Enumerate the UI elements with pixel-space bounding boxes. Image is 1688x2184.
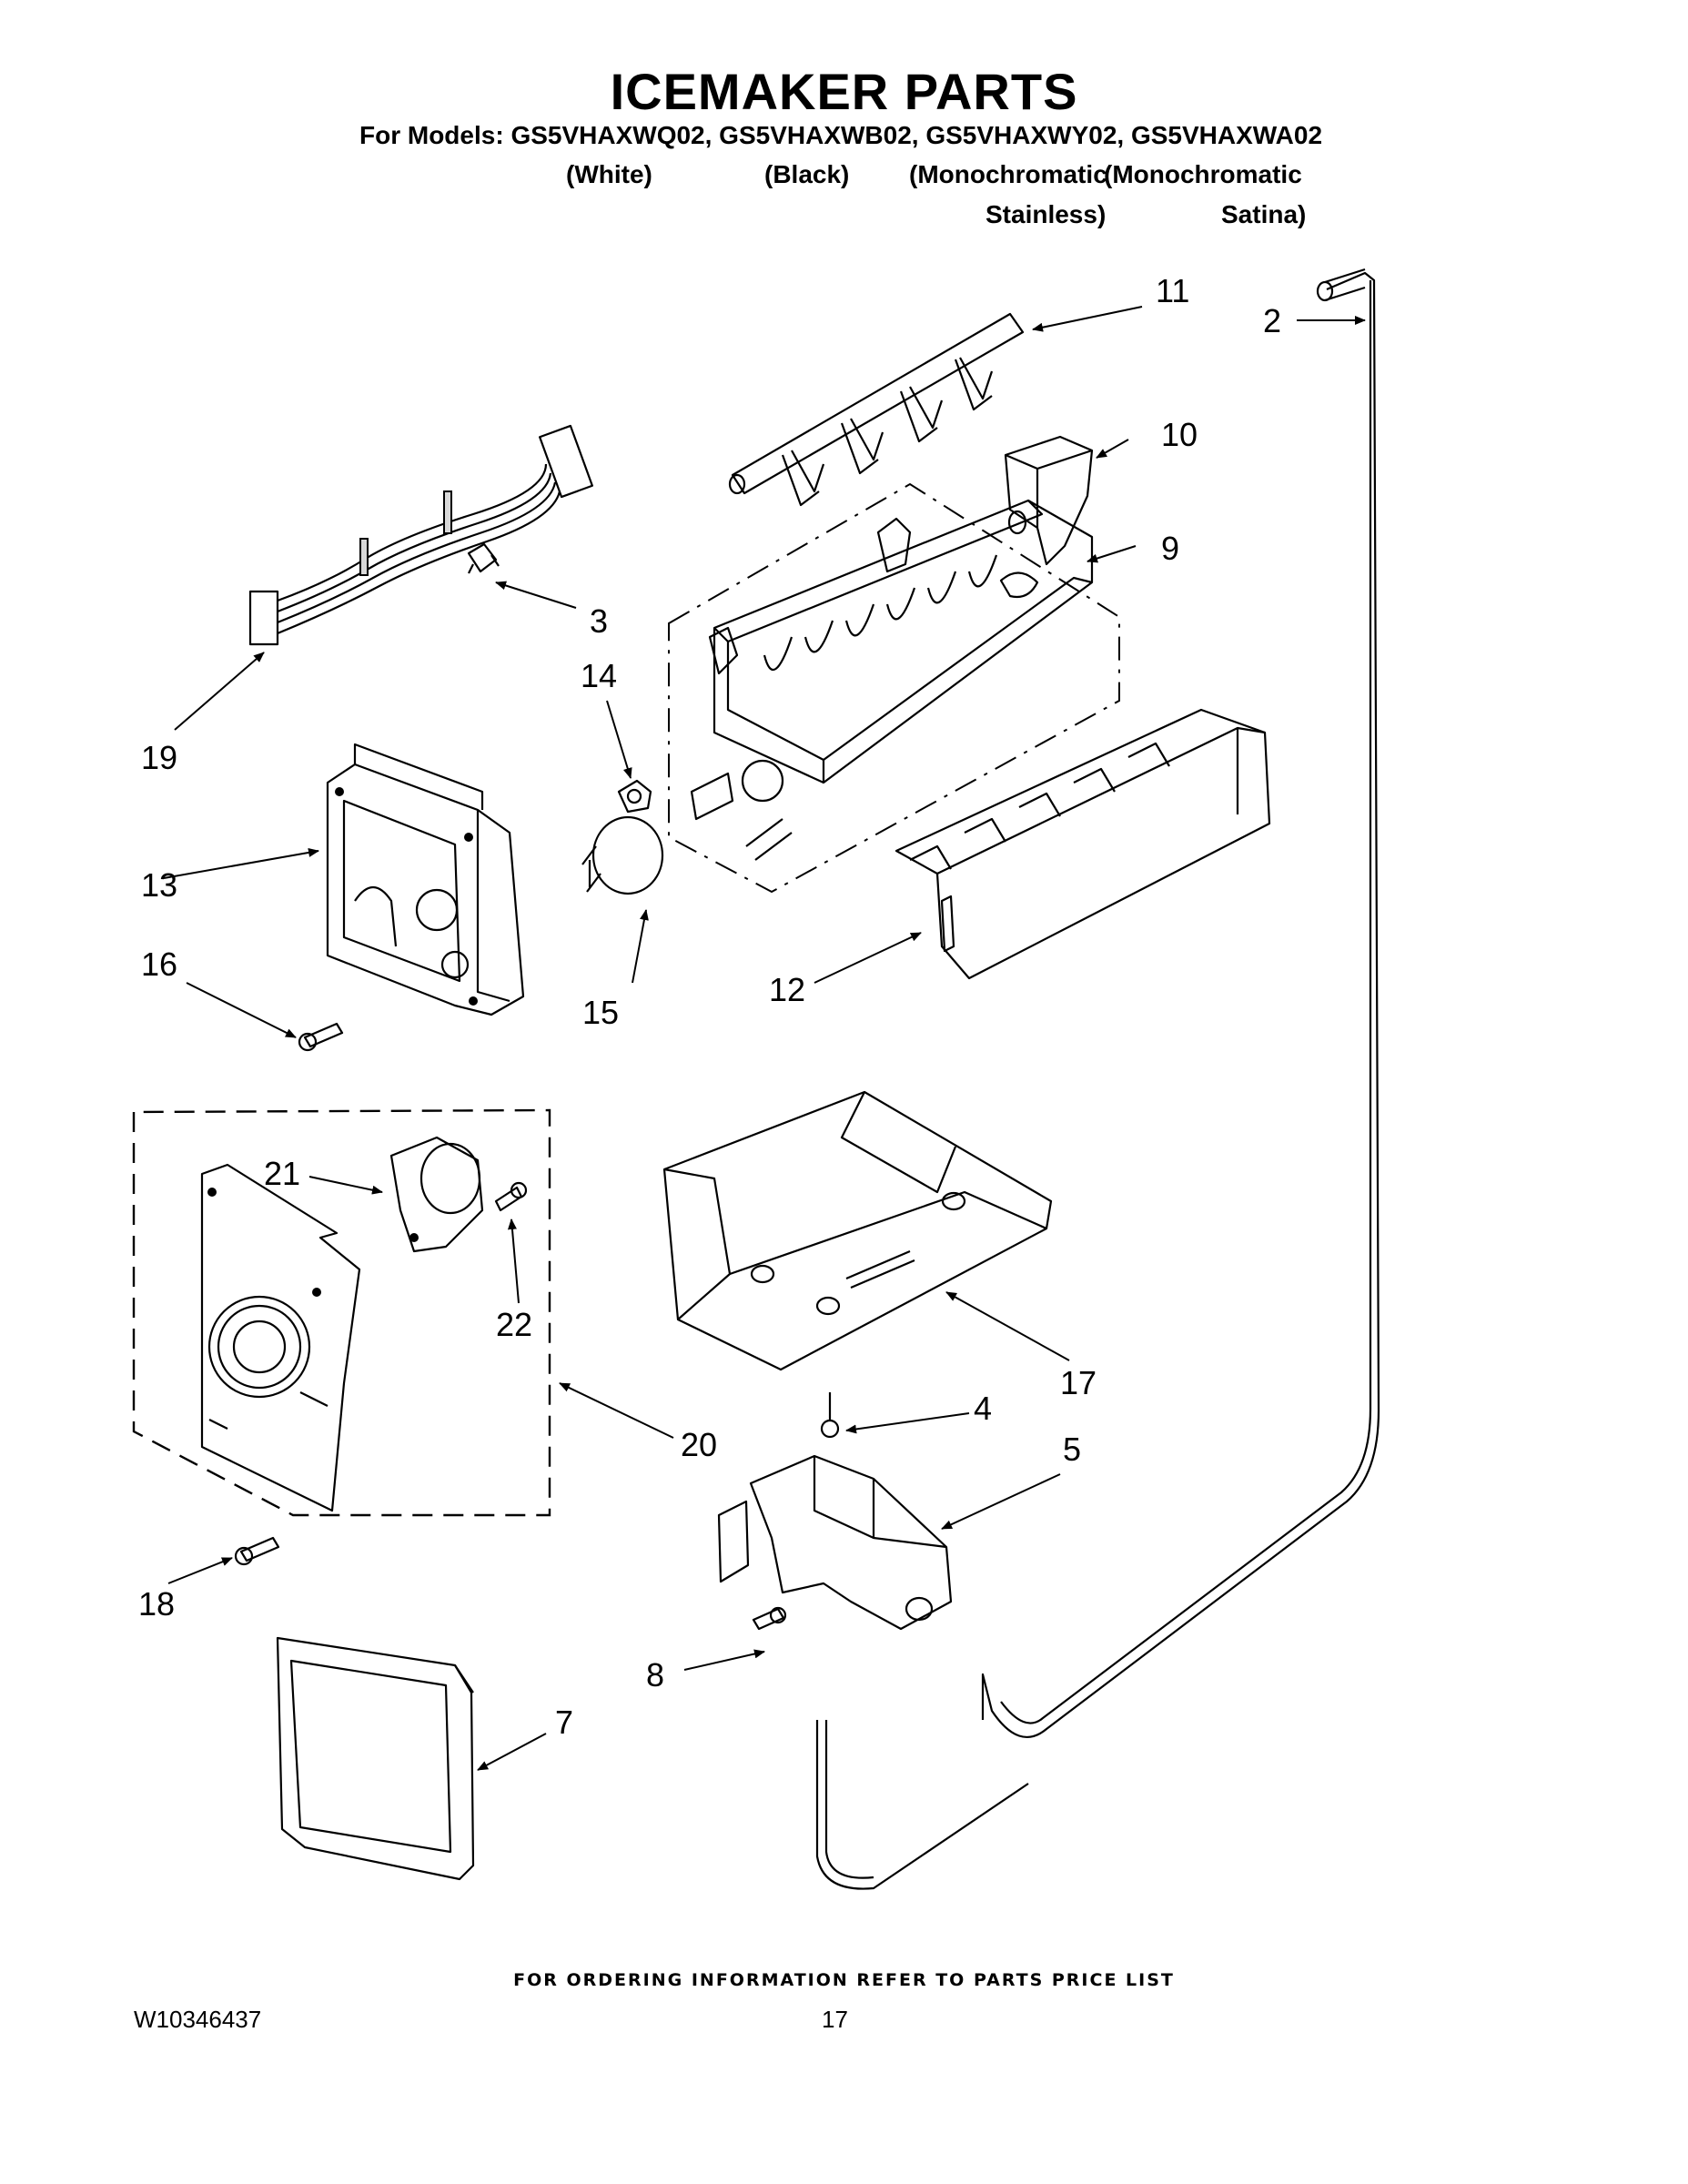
cover-gasket-part — [276, 1636, 475, 1881]
callout-16: 16 — [141, 945, 177, 983]
mold-heater-part — [668, 482, 1120, 894]
callout-13: 13 — [141, 866, 177, 904]
bracket-clip-part — [617, 779, 652, 814]
callout-20: 20 — [681, 1426, 717, 1463]
page-title: ICEMAKER PARTS — [610, 63, 1078, 120]
model-color-white: (White) — [566, 160, 652, 188]
fill-tube-part — [815, 268, 1380, 1890]
page-number: 17 — [822, 2006, 848, 2033]
callout-9: 9 — [1161, 530, 1179, 567]
callout-11: 11 — [1156, 272, 1189, 309]
drive-motor-part — [389, 1136, 484, 1253]
callout-19: 19 — [141, 739, 177, 776]
callout-14: 14 — [581, 657, 617, 694]
callout-4: 4 — [974, 1390, 992, 1427]
screw-22-part — [494, 1181, 528, 1212]
callout-5: 5 — [1063, 1431, 1081, 1468]
ordering-note: FOR ORDERING INFORMATION REFER TO PARTS … — [513, 1970, 1175, 1990]
callout-8: 8 — [646, 1656, 664, 1694]
callout-18: 18 — [138, 1585, 175, 1623]
callout-3: 3 — [590, 602, 608, 640]
screw-8-part — [752, 1606, 787, 1631]
screw-16-part — [298, 1022, 344, 1052]
water-valve-part — [717, 1454, 953, 1631]
callout-7: 7 — [555, 1704, 573, 1741]
callout-21: 21 — [264, 1155, 300, 1192]
motor-part — [581, 815, 664, 895]
document-id: W10346437 — [134, 2006, 262, 2033]
model-color-mono-stainless: (Monochromatic — [909, 160, 1107, 188]
callout-12: 12 — [769, 971, 805, 1008]
model-color-mono-stainless-2: Stainless) — [986, 200, 1107, 228]
callout-17: 17 — [1060, 1364, 1097, 1401]
model-color-mono-satina: (Monochromatic — [1104, 160, 1302, 188]
model-color-mono-satina-2: Satina) — [1221, 200, 1307, 228]
leader-lines — [163, 306, 1366, 1771]
screw-18-part — [234, 1536, 280, 1566]
callout-22: 22 — [496, 1306, 532, 1343]
ice-bin-part — [662, 1090, 1053, 1371]
wire-clip-part — [467, 542, 500, 574]
callout-numbers: 11 2 10 9 3 14 19 13 16 15 12 21 22 17 4… — [138, 272, 1281, 1741]
ejector-shaft-part — [728, 312, 1025, 507]
callout-10: 10 — [1161, 416, 1198, 453]
module-kit-part — [132, 1108, 551, 1517]
callout-15: 15 — [582, 994, 619, 1031]
fill-cup-part — [1004, 435, 1094, 566]
module-housing-part — [326, 743, 525, 1016]
stripper-part — [895, 708, 1271, 980]
wire-harness-part — [248, 424, 593, 646]
screw-4-part — [820, 1392, 840, 1439]
models-line: For Models: GS5VHAXWQ02, GS5VHAXWB02, GS… — [359, 121, 1323, 149]
callout-2: 2 — [1263, 302, 1281, 339]
model-color-black: (Black) — [764, 160, 850, 188]
